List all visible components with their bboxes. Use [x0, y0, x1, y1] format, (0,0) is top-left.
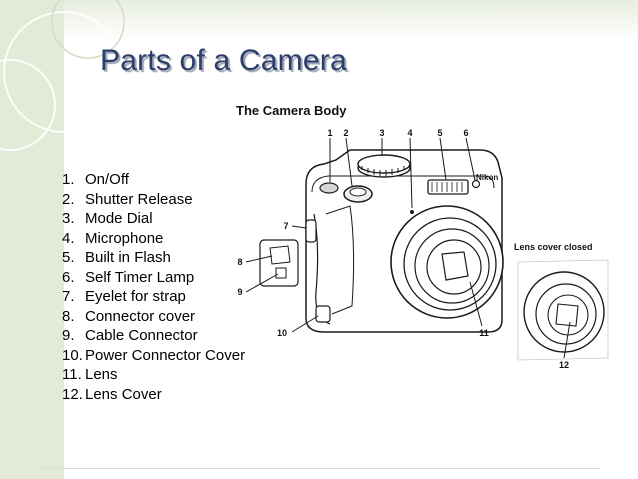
- callout-11: 11: [479, 328, 489, 338]
- diagram-heading: The Camera Body: [236, 103, 347, 118]
- list-item-number: 10.: [62, 346, 83, 364]
- leader-line-6: [465, 137, 476, 181]
- power-button: [319, 182, 339, 194]
- list-item: 12.Lens Cover: [62, 385, 245, 405]
- list-item: 8. Connector cover: [62, 307, 245, 327]
- list-item-label: Lens Cover: [85, 385, 162, 403]
- leader-line-11: [469, 281, 483, 327]
- callout-10: 10: [277, 328, 287, 338]
- lens-aperture: [441, 251, 469, 281]
- list-item-label: Eyelet for strap: [85, 288, 186, 305]
- leader-line-8: [245, 255, 273, 263]
- callout-5: 5: [437, 128, 442, 138]
- list-item-label: Power Connector Cover: [85, 346, 246, 364]
- list-item-label: Shutter Release: [85, 190, 193, 208]
- leader-line-5: [439, 137, 447, 181]
- footer-divider: [40, 468, 600, 469]
- list-item: 2. Shutter Release: [62, 190, 245, 210]
- list-item-number: 3.: [62, 210, 75, 227]
- callout-leader-lines: [245, 137, 571, 359]
- leader-line-7: [291, 225, 307, 229]
- list-item: 1. On/Off: [62, 170, 245, 190]
- strap-eyelet: [305, 219, 317, 243]
- callout-8: 8: [237, 257, 242, 267]
- leader-line-4: [409, 137, 413, 209]
- list-item-number: 5.: [62, 249, 75, 266]
- list-item: 9. Cable Connector: [62, 326, 245, 346]
- callout-3: 3: [379, 128, 384, 138]
- list-item-label: Mode Dial: [85, 210, 153, 227]
- parts-list: 1. On/Off 2. Shutter Release 3. Mode Dial 4…: [62, 170, 245, 404]
- callout-6: 6: [463, 128, 468, 138]
- built-in-flash: [427, 179, 469, 195]
- list-item: 6. Self Timer Lamp: [62, 268, 245, 288]
- leader-line-10: [291, 315, 319, 333]
- list-item-number: 9.: [62, 327, 75, 344]
- leader-line-9: [245, 273, 279, 293]
- list-item-label: Built in Flash: [85, 249, 171, 266]
- callout-4: 4: [407, 128, 412, 138]
- leader-line-2: [345, 137, 353, 187]
- list-item: 3. Mode Dial: [62, 209, 245, 229]
- list-item: 7. Eyelet for strap: [62, 287, 245, 307]
- connector-cover-flap: [269, 245, 291, 265]
- list-item-number: 1.: [62, 171, 75, 188]
- callout-numbers: 1 2 3 4 5 6 7 8 9 10 11 12: [237, 128, 569, 370]
- list-item-label: Self Timer Lamp: [85, 268, 195, 286]
- list-item-label: On/Off: [85, 171, 129, 188]
- grip-panel: [325, 205, 355, 315]
- inset-lens-cover-blades: [555, 303, 579, 327]
- list-item-number: 11.: [62, 366, 82, 383]
- list-item: 4. Microphone: [62, 229, 245, 249]
- camera-diagram: The Camera Body Nikon: [236, 103, 609, 370]
- list-item-number: 12.: [62, 385, 83, 403]
- list-item-label: Connector cover: [85, 307, 196, 325]
- left-decoration-band: [0, 0, 64, 479]
- list-item-number: 6.: [62, 268, 75, 286]
- shutter-button-top: [349, 187, 367, 197]
- brand-logo: Nikon: [476, 173, 498, 182]
- power-connector-cover: [315, 305, 331, 323]
- microphone: [410, 210, 414, 214]
- list-item-number: 4.: [62, 229, 75, 247]
- list-item-label: Lens: [85, 366, 118, 383]
- camera-body-top-edge: [311, 175, 495, 193]
- flash-lines: [431, 182, 463, 192]
- callout-12: 12: [559, 360, 569, 370]
- callout-7: 7: [283, 221, 288, 231]
- list-item-number: 7.: [62, 288, 75, 305]
- cable-connector-port: [275, 267, 287, 279]
- leader-line-12: [563, 321, 571, 359]
- callout-9: 9: [237, 287, 242, 297]
- list-item-label: Cable Connector: [85, 327, 198, 344]
- list-item-number: 2.: [62, 190, 75, 208]
- mode-dial-top: [357, 154, 411, 174]
- callout-1: 1: [327, 128, 332, 138]
- list-item-number: 8.: [62, 307, 75, 325]
- decorative-circles: [0, 0, 125, 151]
- list-item: 11.Lens: [62, 365, 245, 385]
- list-item: 10.Power Connector Cover: [62, 346, 245, 366]
- top-decoration-band: [0, 0, 638, 40]
- self-timer-lamp: [471, 179, 481, 189]
- callout-2: 2: [343, 128, 348, 138]
- mode-dial-ridges: [361, 166, 405, 176]
- list-item: 5. Built in Flash: [62, 248, 245, 268]
- slide-title: Parts of a Camera: [100, 44, 347, 77]
- list-item-label: Microphone: [85, 229, 164, 247]
- inset-label: Lens cover closed: [514, 242, 593, 252]
